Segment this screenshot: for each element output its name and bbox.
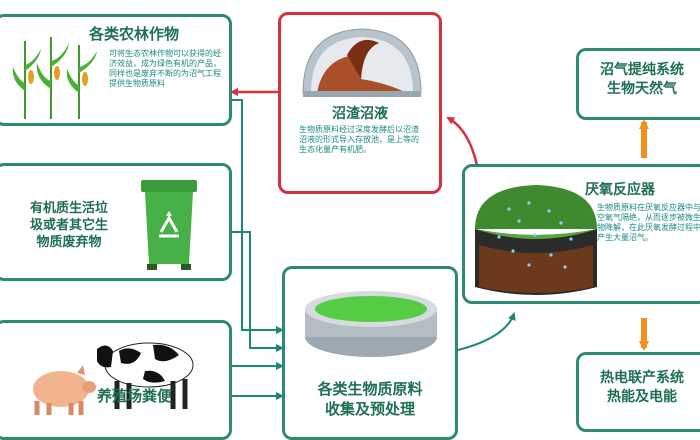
arrow-crops-to-collection [232,99,284,334]
pig-illustration [33,365,96,415]
waste-box: 有机质生活垃 圾或者其它生 物质废弃物 [0,163,232,281]
collection-title-line-2: 收集及预处理 [324,400,415,418]
chp-title: 热电联产系统 热能及电能 [579,369,700,407]
reactor-box: 厌氧反应器 生物质原料在厌氧反应器中与空氧气隔绝，从而逐步被微生物降解，在此厌氧… [462,164,700,304]
collection-pool-illustration [305,291,437,357]
crops-box: 各类农林作物 可将生态农林作物可以获得的经济效益，成为绿色有机的产品，同样也是废… [0,14,232,126]
collection-title: 各类生物质原料 收集及预处理 [285,379,455,419]
livestock-title: 养殖场粪便 [97,387,173,405]
reactor-description: 生物质原料在厌氧反应器中与空氧气隔绝，从而逐步被微生物降解，在此厌氧发酵过程中产… [597,203,700,242]
cow-illustration [97,342,194,409]
biogas-title: 沼气提纯系统 生物天然气 [579,61,700,99]
chp-title-line-2: 热能及电能 [607,389,677,405]
arrow-waste-to-collection [232,231,284,352]
flow-arrows [230,88,649,400]
waste-title-line-2: 圾或者其它生 [29,218,108,233]
corn-plants-illustration [12,37,97,119]
waste-title-line-3: 物质废弃物 [36,235,102,250]
chp-box: 热电联产系统 热能及电能 [576,352,700,432]
residue-title: 沼渣沼液 [332,106,388,122]
collection-box: 各类生物质原料 收集及预处理 [282,266,458,440]
residue-description: 生物质原料经过深度发酵后以沼渣沼液的形式导入存放池，是上等的生态化量产有机肥。 [299,125,419,154]
waste-title: 有机质生活垃 圾或者其它生 物质废弃物 [9,200,129,251]
biogas-title-line-1: 沼气提纯系统 [600,62,684,78]
arrow-collection-to-reactor [457,312,516,351]
recycle-bin-icon [141,180,197,270]
waste-title-line-1: 有机质生活垃 [29,201,108,216]
chp-title-line-1: 热电联产系统 [600,370,684,386]
crops-description: 可将生态农林作物可以获得的经济效益，成为绿色有机的产品，同样也是废弃不断的为沼气… [109,49,221,88]
reactor-illustration [475,185,597,295]
biogas-title-line-2: 生物天然气 [607,81,677,97]
collection-title-line-1: 各类生物质原料 [317,380,423,398]
arrow-reactor-to-residue [446,116,480,171]
residue-box: 沼渣沼液 生物质原料经过深度发酵后以沼渣沼液的形式导入存放池，是上等的生态化量产… [278,12,442,194]
livestock-box: 养殖场粪便 [0,320,232,440]
crops-title: 各类农林作物 [89,25,180,43]
reactor-title: 厌氧反应器 [585,182,655,198]
biogas-box: 沼气提纯系统 生物天然气 [576,48,700,120]
residue-tank-illustration [302,28,422,97]
